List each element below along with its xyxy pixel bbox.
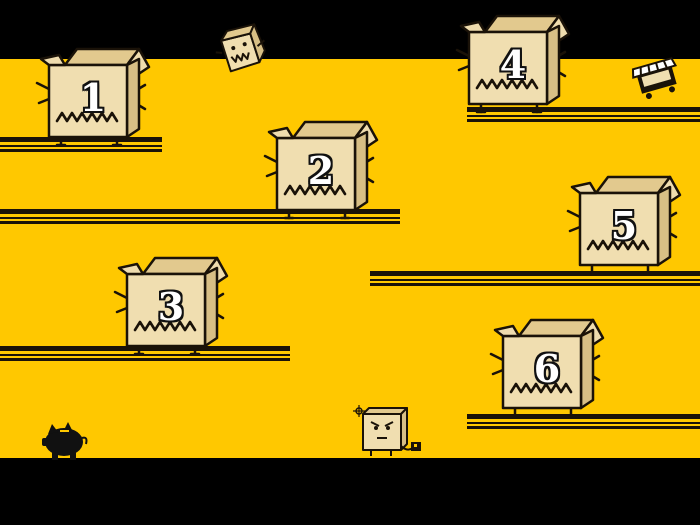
level-box-3[interactable]: 3 [111,246,231,356]
level-box-4[interactable]: 4 [453,4,573,114]
player-box-icon[interactable] [359,406,429,458]
piggy-bank-icon[interactable] [38,416,88,460]
level-box-5[interactable]: 5 [564,165,684,275]
level-number-5: 5 [610,203,638,248]
level-number-6: 6 [533,346,561,391]
shelf-2 [0,209,400,225]
shelf-4 [467,107,700,123]
level-box-1[interactable]: 1 [33,37,153,147]
level-number-3: 3 [157,284,185,329]
shelf-1 [0,137,162,153]
level-number-4: 4 [499,42,527,87]
shelf-6 [467,414,700,430]
level-box-2[interactable]: 2 [261,110,381,220]
flying-box-icon [214,23,270,74]
level-number-1: 1 [79,75,107,120]
shelf-5 [370,271,700,287]
level-box-6[interactable]: 6 [487,308,607,418]
shelf-3 [0,346,290,362]
shop-cart-icon[interactable] [631,55,682,99]
level-number-2: 2 [307,148,335,193]
aim-crosshair-icon [353,405,365,417]
